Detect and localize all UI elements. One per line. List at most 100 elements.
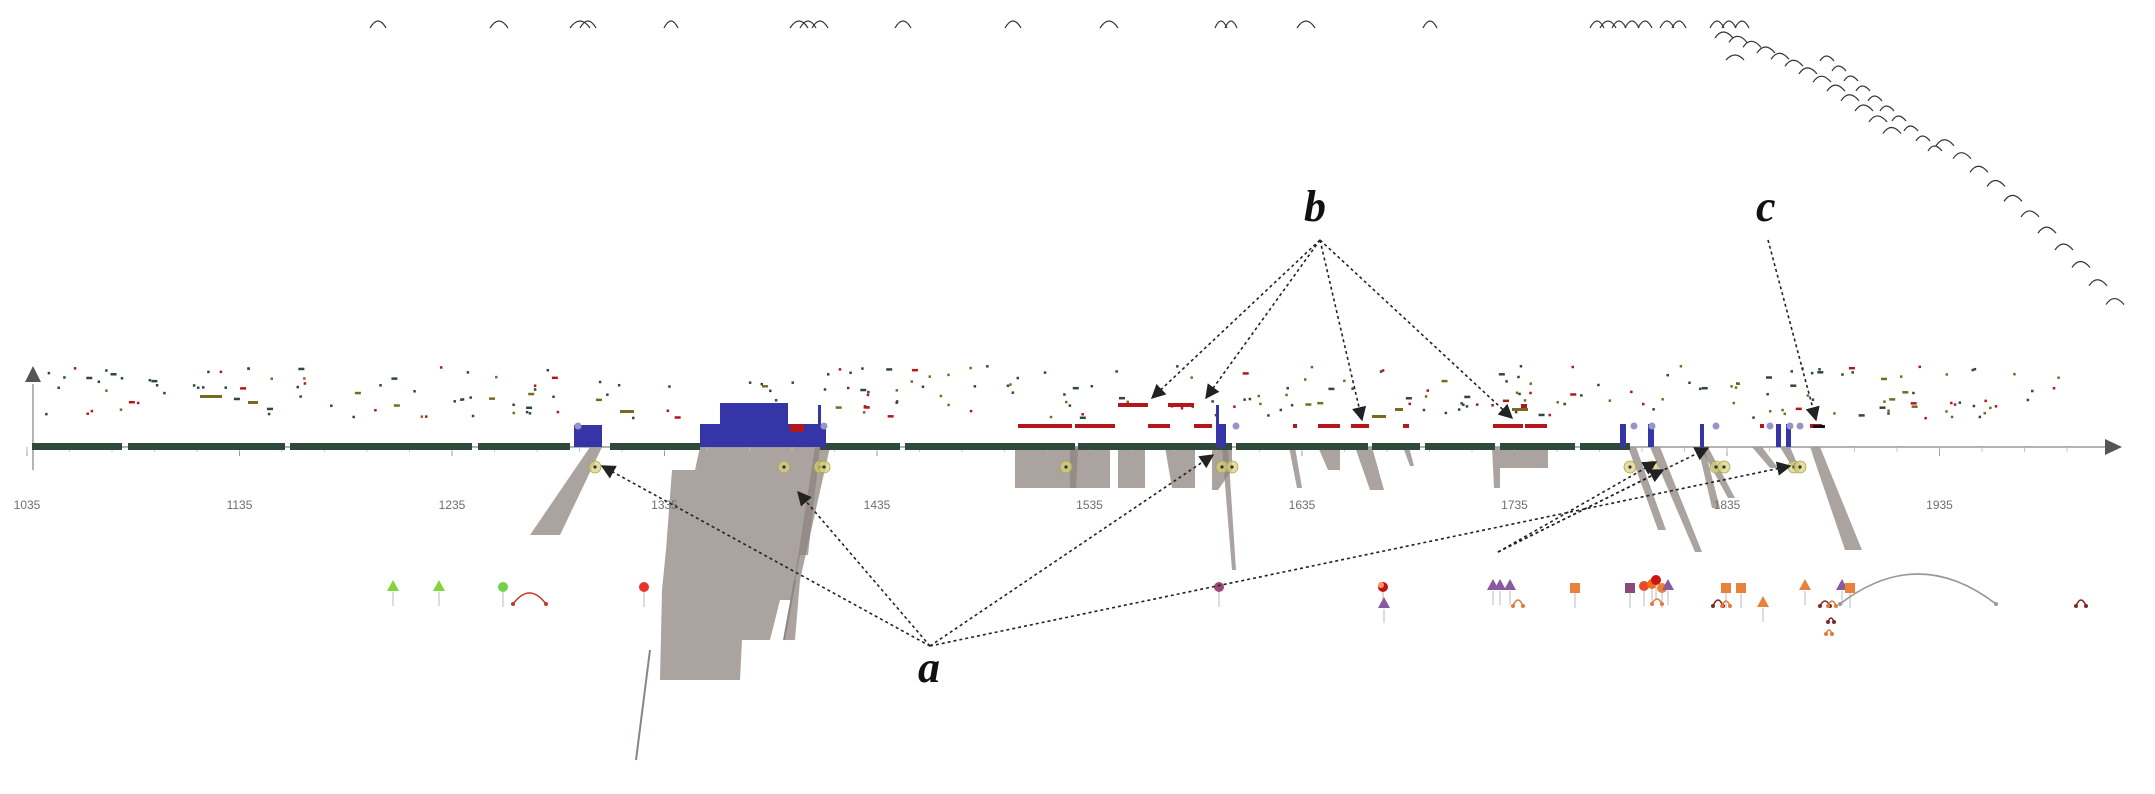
feature-dot	[910, 380, 914, 383]
feature-dot	[192, 384, 196, 387]
feature-dot	[1464, 395, 1471, 399]
arc-end	[1660, 602, 1664, 606]
feature-dot	[354, 391, 361, 395]
callout-arrow	[1319, 239, 1514, 419]
arc	[1589, 20, 1605, 29]
feature-dot	[947, 373, 950, 377]
feature-dot	[895, 389, 899, 392]
red-feature	[1760, 424, 1764, 428]
feature-dot	[128, 400, 135, 404]
feature-dot	[105, 369, 108, 372]
backbone-segment	[610, 443, 700, 450]
shadow-shape	[1118, 447, 1145, 488]
highlight-dot	[1230, 465, 1234, 469]
arc	[1721, 20, 1737, 29]
axis-y-arrow-icon	[25, 366, 41, 382]
triangle-marker	[1799, 579, 1811, 590]
red-feature	[1194, 424, 1212, 428]
backbone-segment	[1500, 443, 1575, 450]
feature-dot	[270, 377, 274, 380]
feature-dot	[1666, 373, 1669, 377]
feature-dot	[471, 414, 475, 418]
feature-dot	[1817, 371, 1824, 374]
arc	[1882, 126, 1902, 134]
feature-dot	[769, 389, 772, 393]
callout-label-b: b	[1304, 182, 1326, 231]
feature-dot	[826, 373, 830, 376]
feature-dot	[1285, 393, 1288, 397]
feature-dot	[120, 377, 124, 380]
axis-tick-label: 1835	[1714, 498, 1741, 512]
feature-dot	[47, 371, 51, 375]
feature-dot	[1766, 392, 1769, 396]
feature-dot	[838, 368, 842, 371]
feature-dot	[947, 403, 950, 407]
feature-dot	[219, 370, 223, 374]
feature-dot	[533, 388, 537, 391]
feature-dots	[45, 365, 2060, 420]
feature-dot	[526, 406, 533, 410]
lilac-marker	[574, 422, 582, 430]
backbone-segment	[290, 443, 472, 450]
axis-tick-label: 1235	[439, 498, 466, 512]
arc	[1826, 84, 1846, 92]
domain-block	[1218, 424, 1226, 447]
feature-dot	[533, 384, 537, 387]
feature-dot	[2013, 372, 2016, 376]
feature-dot	[1063, 393, 1066, 396]
arc	[1798, 67, 1818, 75]
domain-block	[1786, 424, 1791, 447]
shadow-shape	[1752, 447, 1778, 468]
shadow-projections	[530, 447, 1862, 761]
shadow-shape	[1698, 447, 1720, 508]
arc	[1224, 20, 1238, 29]
feature-dot	[1328, 387, 1335, 391]
feature-dot	[224, 386, 227, 389]
axis-x-arrow-icon	[2105, 439, 2122, 455]
feature-dot	[453, 400, 456, 403]
lilac-marker	[1712, 422, 1720, 430]
red-feature	[1493, 424, 1523, 428]
feature-dot	[1972, 404, 1976, 408]
backbone-segment	[1236, 443, 1368, 450]
arc	[1004, 20, 1022, 29]
feature-dot	[552, 395, 555, 399]
arc	[1891, 115, 1907, 122]
circle-marker	[1651, 575, 1661, 585]
highlight-dot	[1650, 465, 1654, 469]
feature-dot	[425, 415, 428, 418]
red-feature	[1525, 424, 1547, 428]
axis-tick-label: 1735	[1501, 498, 1528, 512]
feature-dot	[528, 392, 535, 396]
arc-end	[1834, 604, 1838, 608]
callout-arrow	[1150, 239, 1321, 399]
feature-dot	[1556, 400, 1559, 404]
red-feature	[1018, 424, 1072, 428]
feature-dot	[1079, 416, 1086, 420]
feature-dot	[887, 415, 894, 418]
black-feature	[1813, 425, 1825, 428]
red-features	[1018, 403, 1825, 428]
feature-dot	[823, 388, 827, 391]
feature-dot	[460, 398, 463, 401]
arc	[1969, 165, 1989, 173]
feature-dot	[1887, 412, 1890, 415]
feature-dot	[1081, 413, 1084, 416]
feature-dot	[1971, 368, 1975, 372]
axis-tick-label: 1335	[651, 498, 678, 512]
feature-dot	[57, 386, 60, 390]
feature-dot	[525, 410, 529, 414]
feature-dot	[1732, 401, 1736, 405]
feature-dot	[1701, 386, 1708, 390]
feature-dot	[439, 366, 443, 369]
lilac-marker	[1796, 422, 1804, 430]
feature-dot	[413, 390, 416, 393]
arc	[2037, 226, 2057, 234]
feature-dot	[207, 370, 210, 374]
feature-dot	[1994, 405, 1998, 408]
arc	[1819, 55, 1835, 62]
feature-dot	[1570, 393, 1577, 396]
shadow-shape	[660, 447, 820, 680]
feature-dot	[969, 366, 972, 370]
